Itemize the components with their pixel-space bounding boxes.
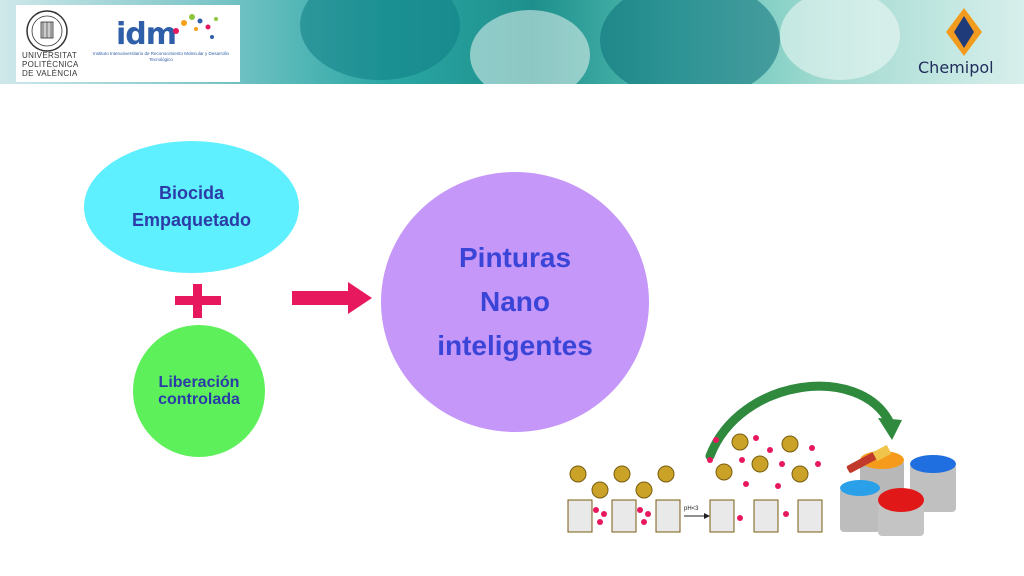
ph-label: pH<3 [684, 506, 699, 512]
idm-subtitle: Instituto Interuniversitario de Reconoci… [92, 51, 230, 62]
curved-arrow-icon [705, 381, 895, 461]
pinturas-label: Pinturas [458, 242, 572, 273]
pinturas-nano-inteligentes-bubble: Pinturas Nano inteligentes [381, 172, 649, 432]
logo-panel: UNIVERSITAT POLITÈCNICA DE VALÈNCIA idm … [16, 5, 240, 82]
biocida-empaquetado-bubble: Biocida Empaquetado [84, 141, 299, 273]
idm-dots-icon [173, 14, 218, 39]
chemipol-wordmark: Chemipol [918, 58, 994, 77]
plus-icon [175, 284, 221, 318]
nano-label: Nano [480, 286, 550, 317]
header-banner: UNIVERSITAT POLITÈCNICA DE VALÈNCIA idm … [0, 0, 1024, 84]
banner-decoration [600, 0, 780, 84]
inteligentes-label: inteligentes [437, 330, 593, 361]
banner-decoration [780, 0, 900, 80]
chemipol-logo-icon [946, 8, 982, 56]
right-arrow-icon [292, 282, 372, 314]
banner-decoration [470, 10, 590, 84]
liberacion-controlada-bubble: Liberación controlada [133, 325, 265, 457]
liberacion-label: Liberación [158, 374, 240, 391]
biocida-label: Biocida [158, 183, 224, 203]
empaquetado-label: Empaquetado [131, 210, 251, 230]
banner-decoration [300, 0, 460, 80]
upv-name: UNIVERSITAT POLITÈCNICA DE VALÈNCIA [22, 51, 79, 78]
upv-crest-icon [26, 10, 68, 52]
idm-logo: idm [116, 17, 177, 52]
paint-cans-icon [840, 444, 956, 536]
capped-nanoparticles [567, 465, 681, 533]
nanoparticle-paint-illustration: pH<3 [567, 381, 956, 536]
controlada-label: controlada [158, 391, 240, 408]
